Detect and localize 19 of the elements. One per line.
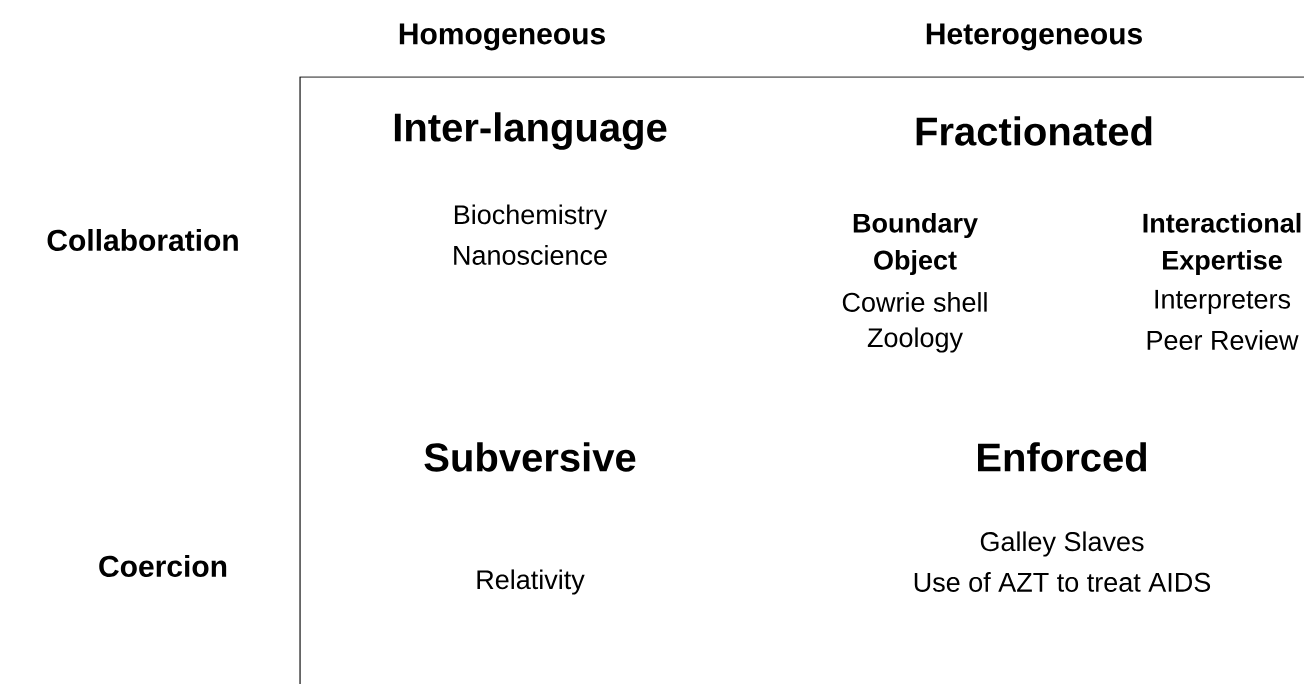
subtype-heading: Boundary Object	[853, 212, 978, 276]
example-text: Cowrie shell	[842, 292, 987, 312]
row-heading: Coercion	[99, 555, 227, 577]
example-text: Biochemistry	[454, 204, 608, 230]
example-text: Use of AZT to treat AIDS	[914, 572, 1211, 592]
example-text: Peer Review	[1147, 330, 1299, 350]
example-text: Nanoscience	[454, 245, 607, 265]
quadrant-title: Subversive	[424, 442, 636, 472]
example-text: Galley Slaves	[980, 531, 1144, 557]
quadrant-title: Inter-language	[394, 112, 667, 150]
example-text: Zoology	[867, 327, 963, 353]
column-heading: Heterogeneous	[926, 23, 1142, 51]
subtype-heading: Interactional Expertise	[1143, 212, 1301, 276]
quadrant-title: Fractionated	[916, 116, 1152, 146]
example-text: Relativity	[477, 569, 585, 595]
column-heading: Homogeneous	[399, 23, 605, 51]
quadrant-title: Enforced	[978, 442, 1147, 472]
example-text: Interpreters	[1155, 289, 1291, 315]
row-heading: Collaboration	[47, 229, 238, 251]
